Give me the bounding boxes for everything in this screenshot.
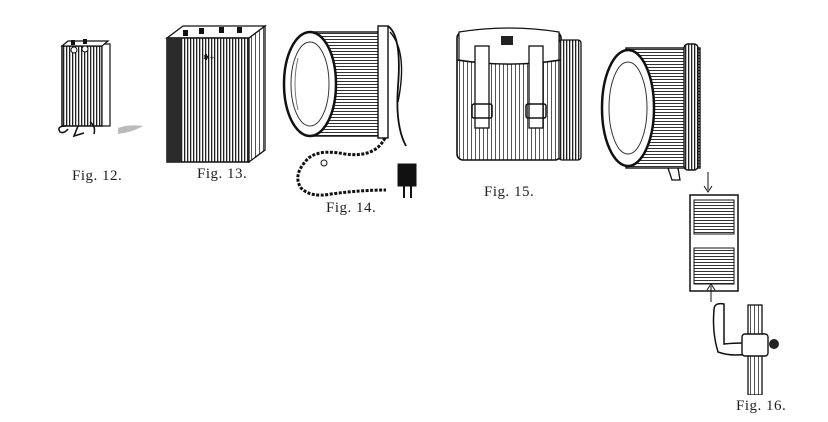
figure-caption: Fig. 14. bbox=[326, 200, 377, 216]
figure-caption: Fig. 13. bbox=[197, 166, 248, 182]
carrying-case-illustration bbox=[455, 26, 587, 166]
figure-caption: Fig. 16. bbox=[736, 398, 787, 414]
lamp-with-cord-illustration bbox=[280, 18, 430, 208]
svg-text:✱+: ✱+ bbox=[203, 53, 215, 62]
large-battery-illustration: ✱+ bbox=[163, 22, 268, 167]
figure-caption: Fig. 12. bbox=[72, 168, 123, 184]
lamp-mount-assembly-illustration bbox=[598, 40, 803, 395]
small-battery-illustration bbox=[48, 36, 148, 146]
figure-caption: Fig. 15. bbox=[484, 184, 535, 200]
